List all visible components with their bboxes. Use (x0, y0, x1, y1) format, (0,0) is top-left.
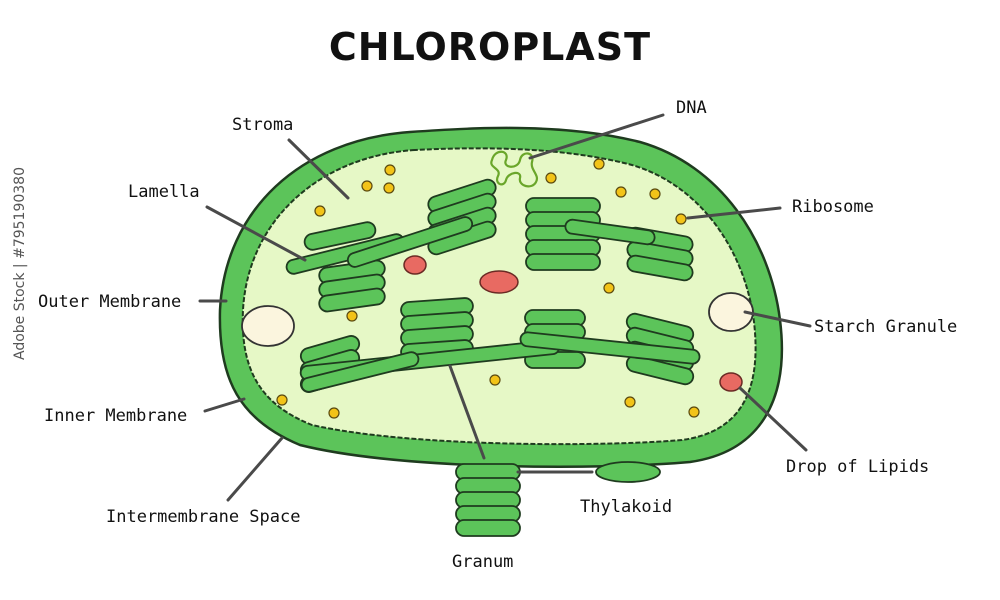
ribosome-dot (603, 282, 615, 294)
lipid-drop (479, 270, 519, 294)
thylakoid-group (285, 178, 701, 393)
thylakoid-standalone (595, 461, 661, 483)
lamella (564, 218, 656, 246)
lipid-drop (719, 372, 743, 392)
ribosome-dot (328, 407, 340, 419)
ribosome-dot (384, 164, 396, 176)
ribosome-dot (688, 406, 700, 418)
ribosome-dot (615, 186, 627, 198)
label-starch-granule: Starch Granule (814, 317, 957, 337)
leader-granum (448, 364, 486, 460)
ribosome-dot (276, 394, 288, 406)
leader-lamella (205, 205, 307, 262)
leader-stroma (287, 138, 350, 200)
leader-starch-granule (743, 310, 812, 328)
ribosome-dot (361, 180, 373, 192)
starch-granule-right (708, 292, 754, 332)
lamella (346, 216, 474, 268)
thylakoid-disk (303, 221, 377, 251)
dna-strand (490, 150, 538, 188)
starch-granule-left (241, 305, 295, 347)
leader-ribosome (686, 206, 782, 220)
lamella (300, 351, 420, 393)
thylakoid-disk (626, 254, 694, 282)
thylakoid-disk (318, 287, 386, 313)
label-ribosome: Ribosome (792, 197, 874, 217)
ribosome-dot (675, 213, 687, 225)
lipid-drop (403, 255, 427, 275)
label-thylakoid: Thylakoid (580, 497, 672, 517)
ribosome-dot (489, 374, 501, 386)
ribosome-dot (314, 205, 326, 217)
leader-dna (528, 113, 665, 160)
label-inner-membrane: Inner Membrane (44, 406, 187, 426)
label-granum: Granum (452, 552, 513, 572)
ribosome-dot (624, 396, 636, 408)
stroma-region (241, 147, 757, 446)
thylakoid-disk (525, 253, 601, 271)
ribosome-dot (346, 310, 358, 322)
label-outer-membrane: Outer Membrane (38, 292, 181, 312)
label-dna: DNA (676, 98, 707, 118)
leader-drop-of-lipids (738, 386, 808, 452)
lamella (519, 331, 701, 365)
granum-disk (455, 519, 521, 537)
leader-intermembrane-space (226, 436, 284, 502)
label-drop-of-lipids: Drop of Lipids (786, 457, 929, 477)
granum-standalone (455, 463, 521, 537)
label-intermembrane-space: Intermembrane Space (106, 507, 300, 527)
ribosome-group (276, 158, 700, 419)
label-lamella: Lamella (128, 182, 200, 202)
ribosome-dot (545, 172, 557, 184)
diagram-title: CHLOROPLAST (329, 25, 651, 69)
ribosome-dot (593, 158, 605, 170)
watermark-text: Adobe Stock | #795190380 (12, 167, 28, 360)
ribosome-dot (649, 188, 661, 200)
thylakoid-disk (625, 354, 695, 386)
leader-inner-membrane (203, 397, 246, 413)
label-stroma: Stroma (232, 115, 293, 135)
ribosome-dot (383, 182, 395, 194)
